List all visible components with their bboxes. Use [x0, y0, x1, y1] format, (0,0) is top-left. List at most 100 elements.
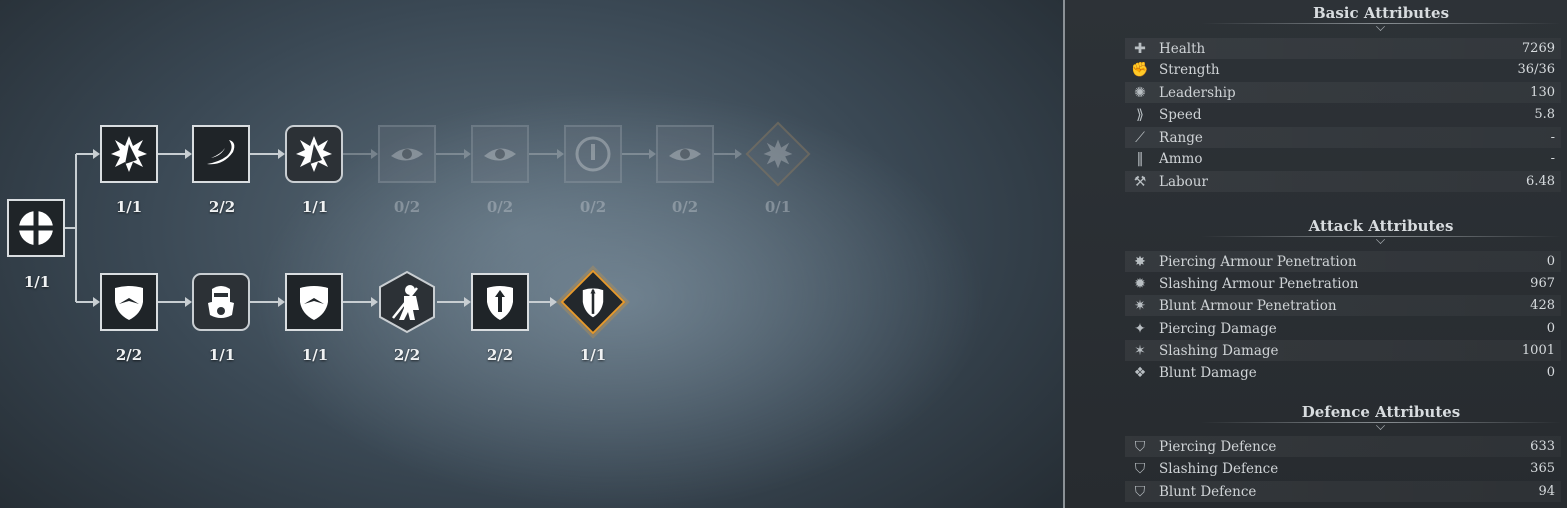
burst-icon	[296, 136, 332, 172]
clock-icon	[575, 136, 611, 172]
attr-value: 967	[1530, 276, 1555, 291]
attr-value: 7269	[1521, 41, 1555, 56]
attr-row-slashing-defence: ⛉ Slashing Defence 365	[1125, 458, 1561, 479]
slashing-penetration-icon: ✹	[1134, 275, 1146, 292]
range-icon: ⟋	[1135, 129, 1145, 146]
skill-node-top-6[interactable]	[564, 125, 622, 183]
skill-node-bottom-4[interactable]	[377, 270, 437, 334]
skill-node-top-1[interactable]	[100, 125, 158, 183]
skill-node-bottom-5[interactable]	[471, 273, 529, 331]
attr-row-blunt-penetration: ✷ Blunt Armour Penetration 428	[1125, 295, 1561, 316]
skill-node-top-2[interactable]	[192, 125, 250, 183]
skill-count-top-3: 1/1	[301, 198, 329, 216]
skill-node-top-7[interactable]	[656, 125, 714, 183]
attr-value: 0	[1546, 254, 1555, 269]
skill-count-bottom-4: 2/2	[393, 346, 421, 364]
attr-value: 94	[1538, 484, 1555, 499]
attr-label: Slashing Defence	[1159, 460, 1279, 477]
attr-label: Piercing Defence	[1159, 438, 1277, 455]
skill-count-top-5: 0/2	[486, 198, 514, 216]
connector-arrow	[649, 149, 656, 159]
attr-value: 0	[1546, 321, 1555, 336]
piercing-damage-icon: ✦	[1134, 320, 1146, 337]
attr-label: Slashing Damage	[1159, 342, 1279, 359]
attr-label: Blunt Damage	[1159, 364, 1257, 381]
skill-count-top-4: 0/2	[393, 198, 421, 216]
defence-attributes-title: Defence Attributes	[1301, 403, 1461, 421]
attr-label: Strength	[1159, 61, 1220, 78]
title-divider	[1201, 422, 1561, 423]
skill-node-top-4[interactable]	[378, 125, 436, 183]
health-icon: ✚	[1134, 40, 1146, 57]
tree-connectors	[65, 149, 742, 307]
skill-count-bottom-2: 1/1	[208, 346, 236, 364]
shield-spear-icon	[582, 288, 604, 318]
title-divider	[1201, 236, 1561, 237]
attack-attributes-title: Attack Attributes	[1308, 217, 1454, 235]
burst-icon	[111, 136, 147, 172]
attr-label: Slashing Armour Penetration	[1159, 275, 1359, 292]
piercing-defence-icon: ⛉	[1134, 438, 1146, 455]
attr-label: Labour	[1159, 173, 1208, 190]
attr-row-blunt-defence: ⛉ Blunt Defence 94	[1125, 481, 1561, 502]
slashing-damage-icon: ✶	[1134, 342, 1146, 359]
basic-attributes-title: Basic Attributes	[1312, 4, 1450, 22]
skill-count-bottom-5: 2/2	[486, 346, 514, 364]
piercing-penetration-icon: ✸	[1134, 253, 1146, 270]
attr-label: Range	[1159, 129, 1203, 146]
attr-label: Speed	[1159, 106, 1202, 123]
attr-label: Blunt Armour Penetration	[1159, 297, 1337, 314]
attr-value: 428	[1530, 298, 1555, 313]
skill-count-bottom-6: 1/1	[579, 346, 607, 364]
skill-node-bottom-2[interactable]	[192, 273, 250, 331]
root-skill-node[interactable]	[7, 199, 65, 257]
attr-label: Piercing Armour Penetration	[1159, 253, 1357, 270]
skill-node-top-3[interactable]	[285, 125, 343, 183]
shield-wing-icon	[300, 286, 328, 320]
attr-row-piercing-defence: ⛉ Piercing Defence 633	[1125, 436, 1561, 457]
skill-node-top-5[interactable]	[471, 125, 529, 183]
burst-icon	[763, 139, 793, 169]
blunt-defence-icon: ⛉	[1134, 483, 1146, 500]
attr-value: 0	[1546, 365, 1555, 380]
attributes-panel: Basic Attributes ✚ Health 7269 ✊ Strengt…	[1063, 0, 1567, 508]
attr-value: 1001	[1521, 343, 1555, 358]
blunt-damage-icon: ❖	[1133, 364, 1147, 381]
attr-value: 5.8	[1534, 107, 1555, 122]
skill-count-top-1: 1/1	[115, 198, 143, 216]
skill-node-top-8[interactable]	[745, 121, 811, 187]
attr-row-piercing-damage: ✦ Piercing Damage 0	[1125, 318, 1561, 339]
attr-row-speed: ⟫ Speed 5.8	[1125, 104, 1561, 125]
attr-value: 365	[1530, 461, 1555, 476]
attr-row-range: ⟋ Range -	[1125, 127, 1561, 148]
skill-node-bottom-6[interactable]	[560, 269, 626, 335]
skill-node-bottom-1[interactable]	[100, 273, 158, 331]
connector-arrow	[735, 149, 742, 159]
connector-arrow	[557, 149, 564, 159]
attr-row-ammo: ‖ Ammo -	[1125, 148, 1561, 169]
spearman-icon	[379, 270, 435, 334]
connector-arrow	[278, 297, 285, 307]
connector-arrow	[371, 297, 378, 307]
leadership-icon: ✺	[1134, 84, 1146, 101]
root-skill-count: 1/1	[23, 273, 51, 291]
slash-swirl-icon	[207, 140, 235, 165]
connector-arrow	[464, 149, 471, 159]
skill-count-bottom-3: 1/1	[301, 346, 329, 364]
attr-value: 36/36	[1517, 62, 1555, 77]
connector-arrow	[278, 149, 285, 159]
attr-label: Ammo	[1159, 150, 1203, 167]
connector-arrow	[371, 149, 378, 159]
attr-label: Health	[1159, 40, 1206, 57]
skill-tree: 1/1 1/1 2/2 1/1 0/2 0/2	[7, 121, 811, 364]
skill-count-top-6: 0/2	[579, 198, 607, 216]
connector-arrow	[185, 297, 192, 307]
attr-row-blunt-damage: ❖ Blunt Damage 0	[1125, 362, 1561, 383]
skill-node-bottom-3[interactable]	[285, 273, 343, 331]
attr-label: Blunt Defence	[1159, 483, 1257, 500]
attr-value: 633	[1530, 439, 1555, 454]
attr-value: -	[1550, 130, 1555, 145]
connector-arrow	[464, 297, 471, 307]
attr-label: Leadership	[1159, 84, 1236, 101]
attr-label: Piercing Damage	[1159, 320, 1277, 337]
